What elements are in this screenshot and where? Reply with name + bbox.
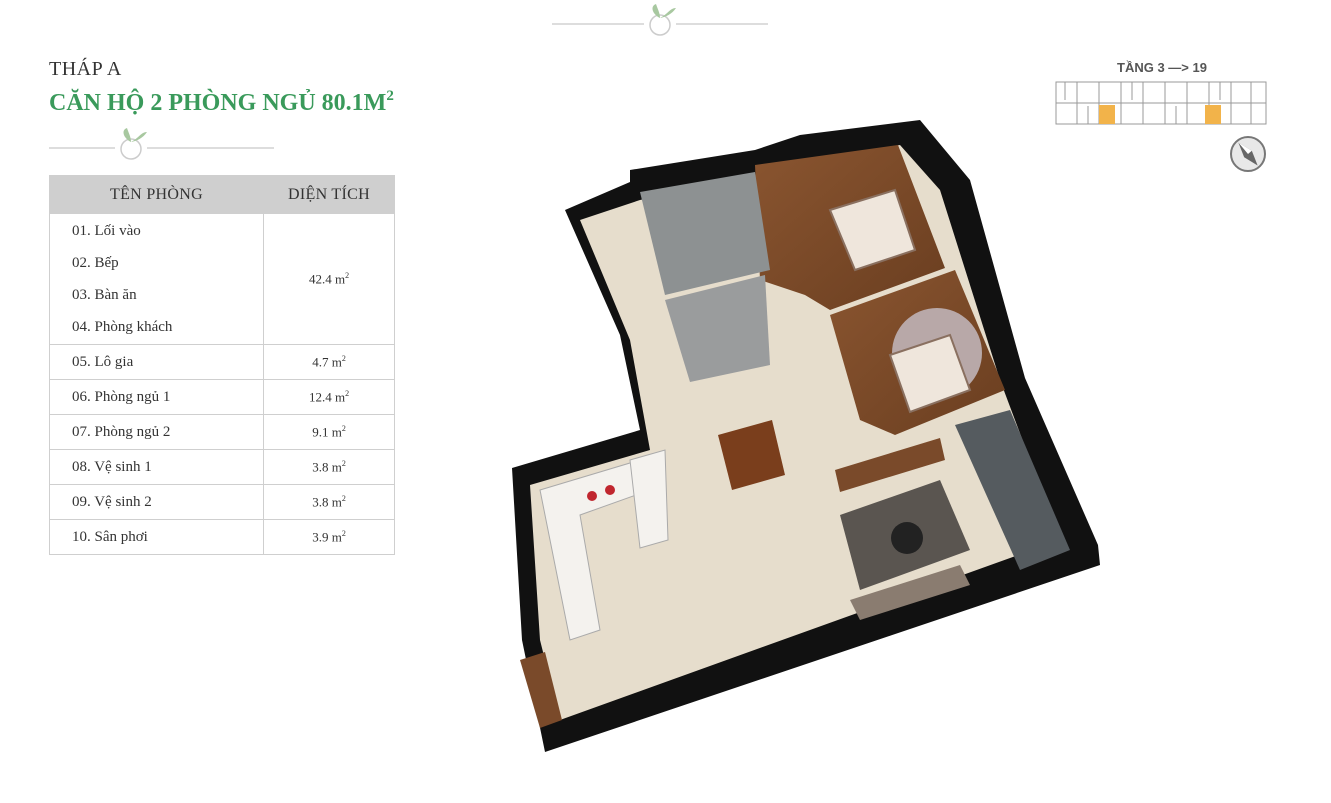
room-area: 3.8 m2 [263, 484, 395, 520]
room-name: 01. Lối vào [72, 223, 141, 239]
floor-key-plan [1055, 81, 1267, 125]
table-row: 10. Sân phơi 3.9 m2 [49, 519, 395, 555]
room-name: 09. Vệ sinh 2 [49, 484, 264, 520]
room-area: 3.8 m2 [263, 449, 395, 485]
highlighted-unit-left [1099, 105, 1115, 124]
floor-plan-illustration [512, 120, 1100, 752]
table-header-row: TÊN PHÒNG DIỆN TÍCH [49, 175, 395, 214]
room-area: 4.7 m2 [263, 344, 395, 380]
room-name: 03. Bàn ăn [72, 287, 137, 303]
room-area-table: TÊN PHÒNG DIỆN TÍCH 01. Lối vào 02. Bếp … [49, 175, 395, 555]
room-area: 42.4 m2 [263, 213, 395, 345]
highlighted-unit-right [1205, 105, 1221, 124]
table-row: 08. Vệ sinh 1 3.8 m2 [49, 449, 395, 485]
room-area: 12.4 m2 [263, 379, 395, 415]
column-header-area: DIỆN TÍCH [263, 175, 395, 214]
room-name: 10. Sân phơi [49, 519, 264, 555]
table-row: 06. Phòng ngủ 1 12.4 m2 [49, 379, 395, 415]
column-header-room: TÊN PHÒNG [49, 175, 264, 214]
room-name: 07. Phòng ngủ 2 [49, 414, 264, 450]
top-leaf-ornament-icon [552, 4, 768, 36]
floor-range-label: TẦNG 3 —> 19 [1117, 60, 1207, 75]
title-leaf-ornament-icon [49, 128, 274, 160]
room-name: 05. Lô gia [49, 344, 264, 380]
room-area: 9.1 m2 [263, 414, 395, 450]
apartment-title-superscript: 2 [386, 88, 394, 104]
apartment-title: CĂN HỘ 2 PHÒNG NGỦ 80.1M2 [49, 88, 394, 116]
compass-icon [1230, 136, 1266, 172]
table-row: 05. Lô gia 4.7 m2 [49, 344, 395, 380]
room-area: 3.9 m2 [263, 519, 395, 555]
tower-name: THÁP A [49, 58, 122, 80]
room-name: 06. Phòng ngủ 1 [49, 379, 264, 415]
table-row: 09. Vệ sinh 2 3.8 m2 [49, 484, 395, 520]
room-name: 02. Bếp [72, 255, 119, 271]
room-name: 08. Vệ sinh 1 [49, 449, 264, 485]
room-name: 04. Phòng khách [72, 319, 173, 335]
table-row: 01. Lối vào 02. Bếp 03. Bàn ăn 04. Phòng… [49, 213, 395, 345]
grouped-room-names: 01. Lối vào 02. Bếp 03. Bàn ăn 04. Phòng… [49, 213, 264, 345]
table-row: 07. Phòng ngủ 2 9.1 m2 [49, 414, 395, 450]
